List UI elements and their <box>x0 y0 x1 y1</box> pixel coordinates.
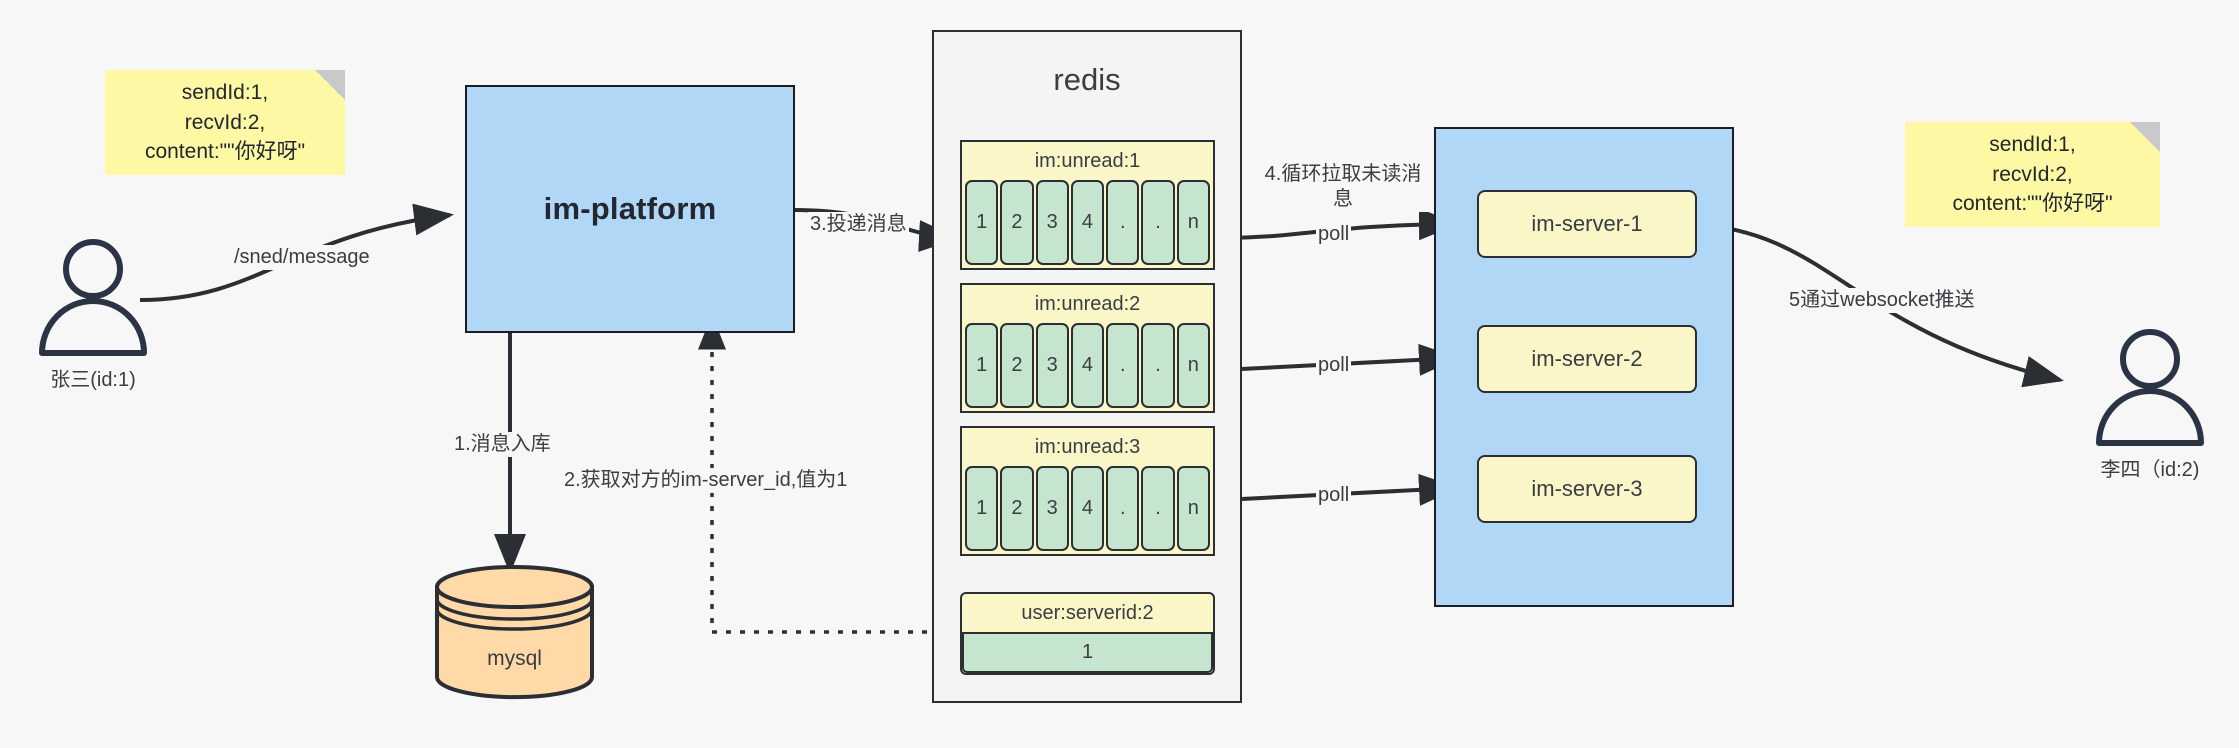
receiver-actor: 李四（id:2) <box>2085 325 2215 481</box>
redis-cell: . <box>1141 323 1175 408</box>
redis-cell: 4 <box>1070 180 1105 265</box>
redis-key-label: im:unread:3 <box>1034 435 1141 458</box>
redis-cell: n <box>1176 466 1210 551</box>
redis-cell: 3 <box>1035 180 1069 265</box>
edge-label-poll-2: poll <box>1316 353 1352 378</box>
redis-key-label: im:unread:1 <box>1034 149 1141 172</box>
redis-cell-row: 1 2 3 4 . . n <box>965 323 1210 408</box>
sender-message-note: sendId:1, recvId:2, content:""你好呀" <box>105 70 345 175</box>
sender-actor-caption: 张三(id:1) <box>50 369 136 391</box>
redis-cell: 1 <box>965 180 999 265</box>
edge-label-step2: 2.获取对方的im-server_id,值为1 <box>562 468 850 493</box>
sender-message-note-text: sendId:1, recvId:2, content:""你好呀" <box>144 80 306 164</box>
sender-actor: 张三(id:1) <box>28 235 158 391</box>
redis-cell-row: 1 2 3 4 . . n <box>965 180 1210 265</box>
person-icon <box>39 239 147 356</box>
redis-title: redis <box>1053 62 1121 97</box>
edge-label-poll-1: poll <box>1316 222 1352 247</box>
redis-key-user-serverid[interactable]: user:serverid:2 1 <box>960 592 1215 675</box>
im-server-2-label: im-server-2 <box>1531 346 1643 371</box>
im-server-1-label: im-server-1 <box>1531 211 1643 236</box>
im-platform-label: im-platform <box>543 191 717 226</box>
redis-cell: n <box>1176 180 1210 265</box>
receiver-message-note-text: sendId:1, recvId:2, content:""你好呀" <box>1952 132 2113 216</box>
mysql-label: mysql <box>487 647 542 670</box>
redis-cell: . <box>1141 180 1175 265</box>
redis-key-im-unread-2[interactable]: im:unread:2 1 2 3 4 . . n <box>960 283 1215 413</box>
redis-key-im-unread-1[interactable]: im:unread:1 1 2 3 4 . . n <box>960 140 1215 270</box>
receiver-actor-caption: 李四（id:2) <box>2100 459 2200 481</box>
edge-label-step5: 5通过websocket推送 <box>1787 288 1977 313</box>
redis-cell: . <box>1106 466 1140 551</box>
redis-kv-key-label: user:serverid:2 <box>1021 601 1154 624</box>
note-fold-icon <box>2130 122 2160 152</box>
mysql-node[interactable]: mysql <box>432 565 597 700</box>
redis-key-label: im:unread:2 <box>1034 292 1141 315</box>
edge-label-send-message: /sned/message <box>232 245 372 270</box>
redis-cell: . <box>1106 323 1140 408</box>
redis-cell: 2 <box>1000 323 1034 408</box>
im-server-3-node[interactable]: im-server-3 <box>1477 455 1697 523</box>
im-server-3-label: im-server-3 <box>1531 476 1643 501</box>
redis-cell: 1 <box>965 466 999 551</box>
redis-cell: 3 <box>1035 323 1069 408</box>
im-platform-node[interactable]: im-platform <box>465 85 795 333</box>
redis-key-im-unread-3[interactable]: im:unread:3 1 2 3 4 . . n <box>960 426 1215 556</box>
edge-label-step4: 4.循环拉取未读消息 <box>1258 162 1428 212</box>
edge-label-step1: 1.消息入库 <box>452 432 553 457</box>
redis-cell: 2 <box>1000 180 1034 265</box>
edge-label-step3: 3.投递消息 <box>808 212 909 237</box>
redis-cell-row: 1 2 3 4 . . n <box>965 466 1210 551</box>
redis-cell: 4 <box>1070 466 1105 551</box>
im-server-1-node[interactable]: im-server-1 <box>1477 190 1697 258</box>
receiver-message-note: sendId:1, recvId:2, content:""你好呀" <box>1905 122 2160 227</box>
person-icon <box>2096 329 2204 446</box>
redis-cell: n <box>1176 323 1210 408</box>
note-fold-icon <box>315 70 345 100</box>
edge-label-poll-3: poll <box>1316 483 1352 508</box>
redis-kv-value: 1 <box>962 632 1213 673</box>
redis-cell: . <box>1106 180 1140 265</box>
im-server-2-node[interactable]: im-server-2 <box>1477 325 1697 393</box>
database-cylinder-icon: mysql <box>435 565 594 700</box>
redis-cell: . <box>1141 466 1175 551</box>
redis-cell: 4 <box>1070 323 1105 408</box>
redis-cell: 2 <box>1000 466 1034 551</box>
redis-cell: 1 <box>965 323 999 408</box>
redis-cell: 3 <box>1035 466 1069 551</box>
